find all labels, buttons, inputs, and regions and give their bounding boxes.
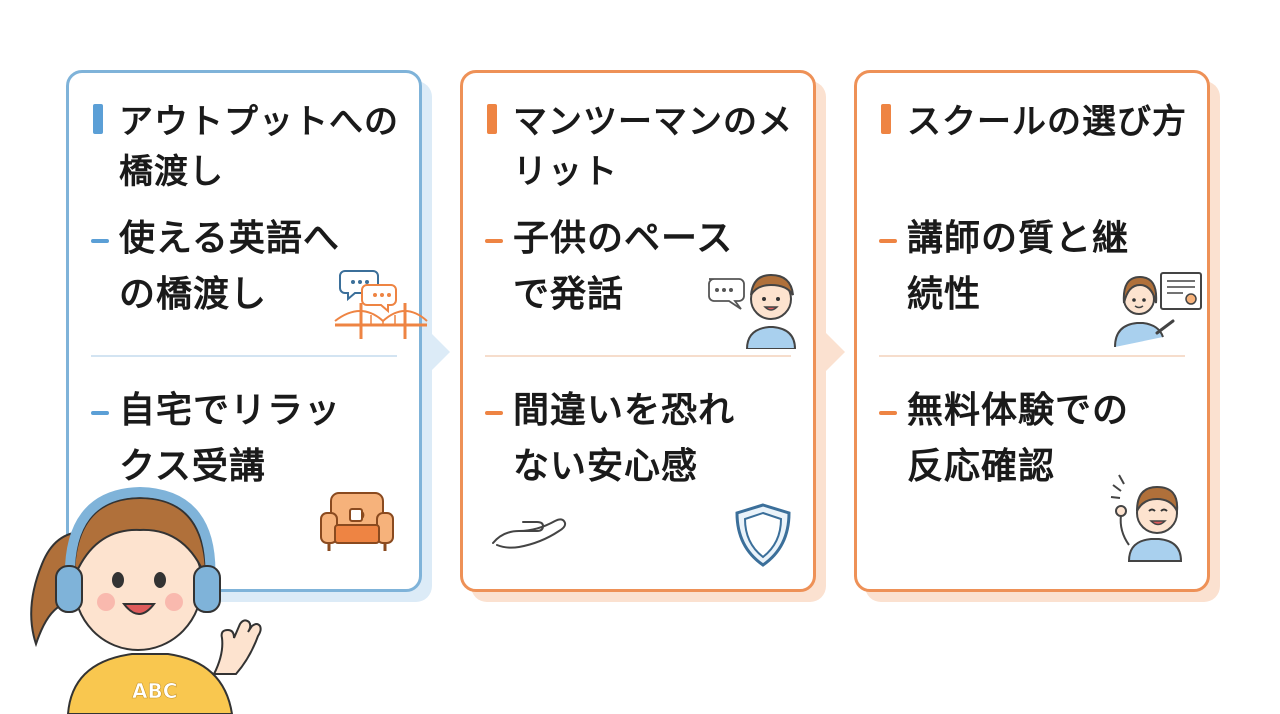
armchair-icon <box>320 492 394 551</box>
flow-arrow-1 <box>428 330 450 374</box>
card-item: 使える英語への橋渡し <box>119 218 340 315</box>
card-item: 無料体験での反応確認 <box>907 390 1130 487</box>
title-marker <box>487 104 497 134</box>
card-divider <box>91 355 397 357</box>
title-marker <box>93 104 103 134</box>
bridge-chat-icon <box>334 270 428 339</box>
card-title: スクールの選び方 <box>907 102 1187 142</box>
item-dash <box>485 239 503 243</box>
flow-arrow-2 <box>823 330 845 374</box>
waving-child-icon <box>1110 474 1183 562</box>
girl-with-headphones-illustration: ABC <box>30 486 262 714</box>
item-dash <box>91 239 109 243</box>
card-item: 講師の質と継続性 <box>907 218 1130 315</box>
card-one-on-one-merit: マンツーマンのメリット 子供のペースで発話 間違いを恐れない安心感 <box>460 70 826 602</box>
child-speaking-icon <box>708 273 797 349</box>
shield-icon <box>735 503 791 567</box>
shirt-text: ABC <box>132 679 177 703</box>
item-dash <box>879 239 897 243</box>
card-school-selection: スクールの選び方 講師の質と継続性 無料体験での反応確認 <box>854 70 1220 602</box>
card-item: 間違いを恐れない安心感 <box>513 390 736 487</box>
card-divider <box>485 355 791 357</box>
card-divider <box>879 355 1185 357</box>
card-title: アウトプットへの橋渡し <box>119 102 399 192</box>
card-item: 子供のペースで発話 <box>513 218 734 315</box>
title-marker <box>881 104 891 134</box>
teacher-certificate-icon <box>1114 272 1202 347</box>
open-hand-icon <box>492 518 567 549</box>
item-dash <box>485 411 503 415</box>
item-dash <box>91 411 109 415</box>
card-item: 自宅でリラックス受講 <box>119 390 342 487</box>
card-title: マンツーマンのメリット <box>513 102 793 192</box>
item-dash <box>879 411 897 415</box>
